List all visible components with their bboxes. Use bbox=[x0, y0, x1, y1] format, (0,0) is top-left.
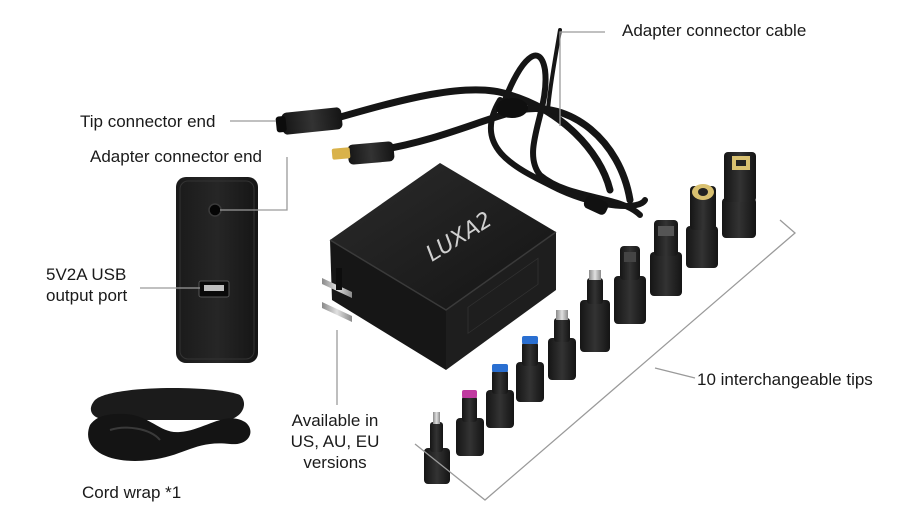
label-usb-line2: output port bbox=[46, 286, 128, 305]
tip-4 bbox=[516, 336, 544, 402]
tip-1 bbox=[424, 412, 450, 484]
label-cord-wrap: Cord wrap *1 bbox=[82, 483, 182, 502]
interchangeable-tips bbox=[424, 152, 756, 484]
tip-6 bbox=[580, 270, 610, 352]
label-adapter-connector-end: Adapter connector end bbox=[90, 147, 263, 166]
wall-plug-prongs bbox=[322, 268, 352, 322]
label-usb-output-port: 5V2A USB output port bbox=[46, 264, 127, 306]
label-availability: Available in US, AU, EU versions bbox=[279, 410, 391, 473]
label-availability-line1: Available in bbox=[291, 411, 379, 430]
label-usb-line1: 5V2A USB bbox=[46, 265, 127, 284]
leader-tips bbox=[654, 367, 696, 379]
label-adapter-connector-cable: Adapter connector cable bbox=[622, 21, 807, 40]
tip-8 bbox=[650, 220, 682, 296]
leader-tips-bracket bbox=[414, 219, 796, 501]
adapter-main-body: LUXA2 bbox=[329, 163, 557, 370]
leader-cable bbox=[559, 31, 605, 126]
tip-7 bbox=[614, 246, 646, 324]
leader-adapter-end bbox=[220, 157, 288, 211]
label-availability-line2: US, AU, EU bbox=[290, 432, 380, 451]
adapter-connector-cable bbox=[326, 28, 648, 218]
label-availability-line3: versions bbox=[303, 453, 367, 472]
label-tip-connector-end: Tip connector end bbox=[80, 112, 216, 131]
adapter-connector-end bbox=[331, 141, 395, 165]
tip-2 bbox=[456, 390, 484, 456]
tip-connector-end bbox=[275, 107, 343, 135]
tip-5 bbox=[548, 310, 576, 380]
label-interchangeable-tips: 10 interchangeable tips bbox=[697, 370, 873, 389]
leader-lines bbox=[140, 31, 796, 501]
tip-3 bbox=[486, 364, 514, 428]
adapter-side-view bbox=[176, 177, 258, 363]
tip-10 bbox=[722, 152, 756, 238]
tip-9 bbox=[686, 184, 718, 268]
cord-wrap bbox=[88, 388, 251, 461]
